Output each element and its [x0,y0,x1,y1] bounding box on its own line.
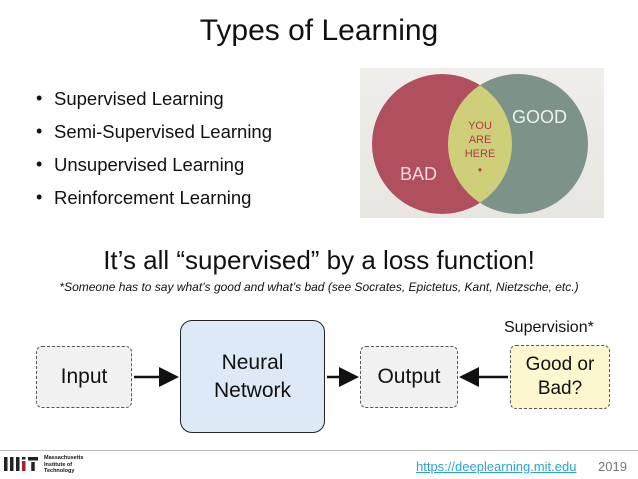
mit-wordmark-line3: Technology [44,468,75,474]
bullet-icon: • [36,121,43,141]
bullet-icon: • [36,88,43,108]
input-box: Input [36,346,132,408]
mit-logo-icon [4,457,38,471]
list-item: • Reinforcement Learning [36,181,272,214]
you-are-here-marker: • [478,163,482,177]
good-or-bad-box: Good or Bad? [510,345,610,409]
good-or-bad-line2: Bad? [537,378,583,399]
you-are-here-line1: YOU [468,120,492,132]
neural-network-label-line2: Network [213,378,292,402]
footer-divider [0,450,638,451]
year-label: 2019 [598,459,627,474]
neural-network-label-line1: Neural [221,350,284,374]
course-url-link[interactable]: https://deeplearning.mit.edu [416,459,577,474]
output-label: Output [377,365,441,388]
list-item-label: Reinforcement Learning [54,186,252,208]
list-item: • Semi-Supervised Learning [36,115,272,148]
you-are-here-line2: ARE [469,134,492,146]
venn-diagram: BAD GOOD YOU ARE HERE • [372,74,588,214]
output-box: Output [360,346,458,408]
good-or-bad-line1: Good or [525,354,595,375]
overlap-region [448,74,512,214]
loss-function-heading: It’s all “supervised” by a loss function… [103,245,535,275]
mit-wordmark-line2: Institute of [44,461,73,468]
mit-wordmark-line1: Massachusetts [44,455,84,461]
learning-types-list: • Supervised Learning • Semi-Supervised Le… [36,82,272,214]
mit-wordmark: Massachusetts Institute of Technology [44,455,83,475]
list-item-label: Unsupervised Learning [54,153,245,175]
venn-diagram-image: BAD GOOD YOU ARE HERE • [360,68,604,218]
list-item-label: Supervised Learning [54,87,224,109]
list-item-label: Semi-Supervised Learning [54,120,273,142]
neural-network-box: Neural Network [180,320,325,433]
slide-title: Types of Learning [199,14,439,47]
good-label: GOOD [512,107,567,127]
list-item: • Unsupervised Learning [36,148,272,181]
bullet-icon: • [36,187,43,207]
supervision-label: Supervision* [504,319,594,336]
input-label: Input [60,365,108,388]
you-are-here-line3: HERE [465,148,496,160]
bad-label: BAD [400,164,437,184]
footnote: *Someone has to say what’s good and what… [59,280,579,294]
bullet-icon: • [36,154,43,174]
list-item: • Supervised Learning [36,82,272,115]
